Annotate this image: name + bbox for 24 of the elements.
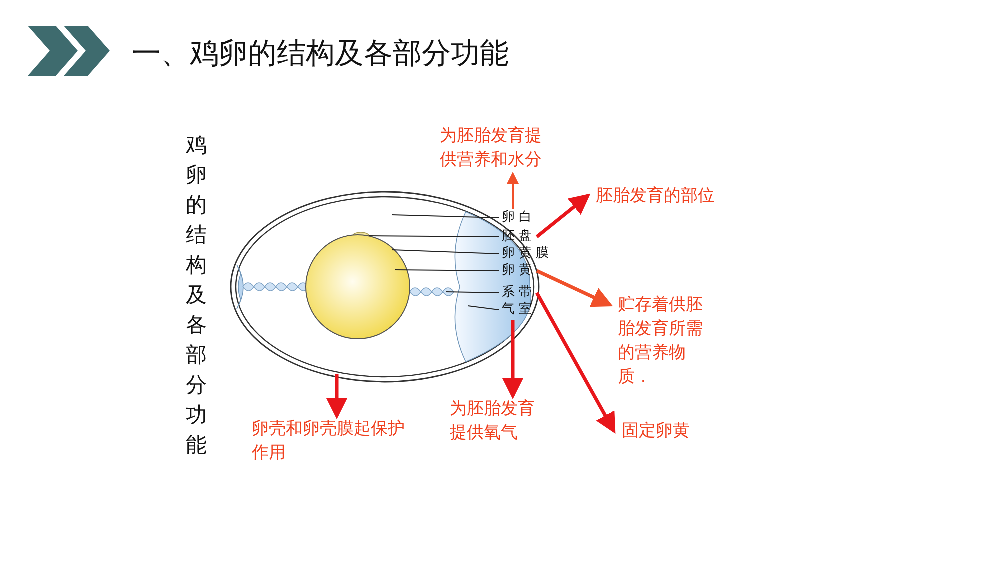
leader-line xyxy=(368,236,500,238)
leader-line xyxy=(468,306,500,310)
arrow xyxy=(536,269,614,308)
leader-line xyxy=(392,250,500,254)
part-label: 气室 xyxy=(502,302,536,318)
part-label: 卵黄 xyxy=(502,263,536,279)
leader-line xyxy=(446,292,500,294)
arrow xyxy=(507,172,519,209)
part-label: 系带 xyxy=(502,285,536,301)
function-note: 为胚胎发育提供氧气 xyxy=(450,397,542,445)
part-label: 卵白 xyxy=(502,210,536,226)
function-note: 卵壳和卵壳膜起保护作用 xyxy=(252,417,412,465)
leader-line xyxy=(394,270,500,272)
leader-line xyxy=(392,214,500,218)
slide-title: 一、鸡卵的结构及各部分功能 xyxy=(132,35,509,72)
function-note: 固定卵黄 xyxy=(622,419,732,443)
function-note: 贮存着供胚胎发育所需的营养物质． xyxy=(618,293,710,389)
arrow xyxy=(536,194,591,238)
arrow xyxy=(326,374,348,420)
arrow xyxy=(535,292,616,434)
arrow xyxy=(502,320,524,400)
function-note: 为胚胎发育提供营养和水分 xyxy=(440,124,550,172)
function-note: 胚胎发育的部位 xyxy=(596,184,766,208)
side-heading: 鸡卵的结构及各部分功能 xyxy=(186,132,208,459)
